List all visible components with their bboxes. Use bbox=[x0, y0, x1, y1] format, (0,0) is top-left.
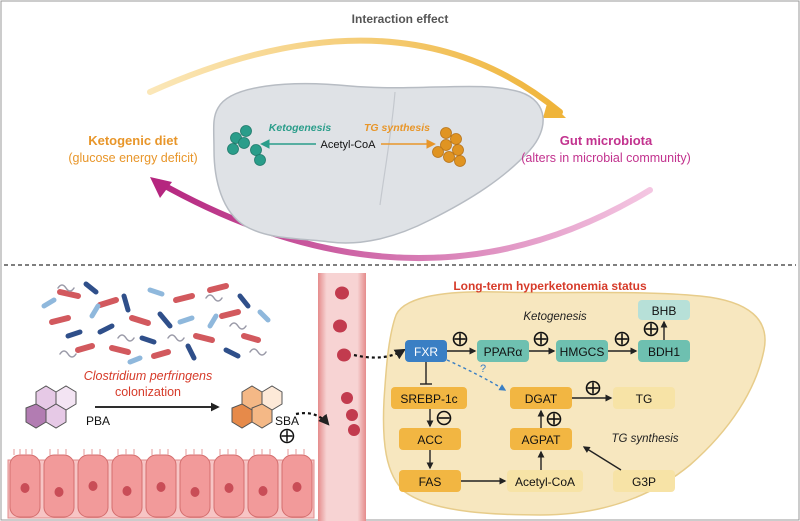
bdh1-label: BDH1 bbox=[648, 345, 680, 359]
dgat-node bbox=[510, 387, 572, 409]
fas-node bbox=[399, 470, 461, 492]
agpat-label: AGPAT bbox=[522, 433, 562, 447]
sba-plus-icon bbox=[279, 428, 295, 444]
intestinal-epithelium-icon bbox=[7, 449, 315, 519]
plus-icon bbox=[533, 331, 549, 347]
ketogenic-diet-subtitle: (glucose energy deficit) bbox=[68, 151, 197, 165]
ketogenic-diet-title: Ketogenic diet bbox=[88, 133, 178, 148]
plus-icon bbox=[614, 331, 630, 347]
fxr-label: FXR bbox=[414, 345, 438, 359]
pba-label: PBA bbox=[86, 414, 110, 428]
dgat-label: DGAT bbox=[525, 392, 558, 406]
bottom-ketogenesis-label: Ketogenesis bbox=[523, 311, 587, 323]
minus-icon bbox=[436, 410, 452, 426]
ketone-bodies-icon bbox=[227, 125, 266, 166]
bhb-node bbox=[638, 300, 690, 320]
hmgcs-label: HMGCS bbox=[560, 345, 605, 359]
hmgcs-node bbox=[556, 340, 608, 362]
bacterium-name-label: Clostridium perfringens bbox=[84, 369, 213, 383]
acc-label: ACC bbox=[417, 433, 443, 447]
fxr-to-dgat-dashed-arrow bbox=[446, 359, 507, 391]
top-arc-arrowhead bbox=[543, 100, 566, 118]
fxr-inhibits-srebp bbox=[420, 362, 432, 385]
sba-molecule-icon bbox=[231, 385, 283, 429]
tg-label: TG bbox=[636, 392, 653, 406]
g3p-label: G3P bbox=[632, 475, 656, 489]
g3p-to-agpat-arrow bbox=[582, 446, 622, 471]
srebp1c-node bbox=[391, 387, 467, 409]
hyperketonemia-status-label: Long-term hyperketonemia status bbox=[453, 279, 647, 293]
blood-cells-icon bbox=[333, 286, 360, 436]
plus-icon bbox=[546, 411, 562, 427]
ppara-node bbox=[477, 340, 529, 362]
g3p-node bbox=[613, 470, 675, 492]
bhb-label: BHB bbox=[652, 304, 677, 318]
top-acetyl-coa-label: Acetyl-CoA bbox=[320, 139, 376, 151]
bdh1-node bbox=[638, 340, 690, 362]
bottom-arc-arrowhead bbox=[150, 177, 172, 198]
liver-top bbox=[212, 82, 544, 244]
liver-top-fissure bbox=[379, 91, 396, 206]
plus-icon bbox=[643, 321, 659, 337]
top-tg-synthesis-label: TG synthesis bbox=[364, 122, 430, 134]
bacteria-cluster-icon bbox=[41, 281, 271, 365]
srebp1c-label: SREBP-1c bbox=[400, 392, 457, 406]
fas-label: FAS bbox=[419, 475, 442, 489]
acc-node bbox=[399, 428, 461, 450]
top-arc-arrow bbox=[147, 37, 563, 115]
unknown-link-question: ? bbox=[480, 363, 486, 375]
fxr-node bbox=[405, 340, 447, 362]
gut-microbiota-title: Gut microbiota bbox=[560, 133, 653, 148]
sba-label: SBA bbox=[275, 414, 299, 428]
top-ketogenesis-label: Ketogenesis bbox=[269, 122, 332, 134]
acetyl-coa-node bbox=[507, 470, 583, 492]
gut-microbiota-subtitle: (alters in microbial community) bbox=[521, 151, 690, 165]
lipid-droplets-icon bbox=[432, 127, 466, 167]
bottom-tg-synthesis-label: TG synthesis bbox=[611, 433, 678, 445]
sba-to-vessel-arrow bbox=[295, 412, 330, 426]
pba-molecule-icon bbox=[25, 385, 77, 429]
tg-node bbox=[613, 387, 675, 409]
agpat-node bbox=[510, 428, 572, 450]
acetyl-coa-label: Acetyl-CoA bbox=[515, 475, 575, 489]
bacterium-colonization-label: colonization bbox=[115, 385, 181, 399]
plus-icon bbox=[452, 331, 468, 347]
ppara-label: PPARα bbox=[484, 345, 523, 359]
interaction-title: Interaction effect bbox=[352, 12, 449, 26]
plus-icon bbox=[585, 380, 601, 396]
bottom-arc-arrow bbox=[155, 179, 653, 261]
